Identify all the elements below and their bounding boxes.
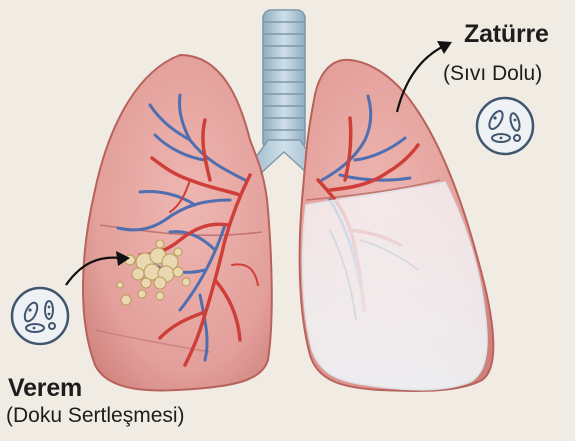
pathogen-icon-left bbox=[12, 288, 68, 344]
left-lung bbox=[83, 55, 272, 390]
pathogen-icon-right bbox=[477, 98, 533, 154]
fluid-region bbox=[303, 182, 487, 390]
tuberculosis-title: Verem bbox=[8, 374, 82, 403]
right-lung bbox=[300, 60, 494, 391]
pneumonia-title: Zatürre bbox=[464, 20, 549, 49]
pneumonia-subtitle: (Sıvı Dolu) bbox=[443, 62, 542, 86]
tuberculosis-subtitle: (Doku Sertleşmesi) bbox=[6, 404, 185, 428]
